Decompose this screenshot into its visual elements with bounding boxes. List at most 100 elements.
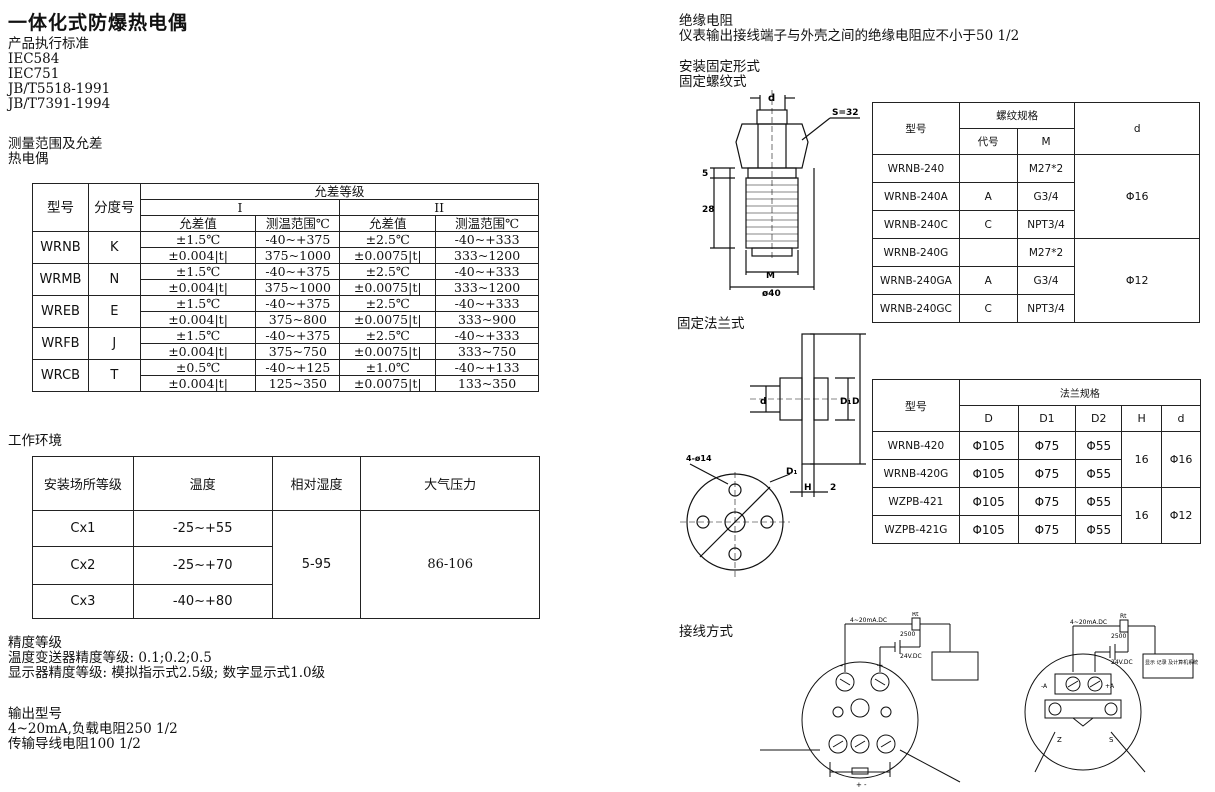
thread-d: Φ12 [1074, 238, 1200, 323]
dim-H-label: H [804, 483, 812, 493]
row-tolerance: ±1.5℃ [139, 295, 257, 312]
row-grade: T [87, 359, 141, 392]
flange-d: Φ16 [1161, 431, 1201, 488]
output-line: 4~20mA,负载电阻250 1/2 [8, 721, 178, 737]
row-tolerance: ±1.0℃ [339, 359, 437, 376]
flange-H: 16 [1121, 431, 1163, 488]
thread-m: NPT3/4 [1016, 210, 1076, 239]
flange-D: Φ105 [958, 515, 1019, 544]
row-grade: J [87, 327, 141, 360]
env-header: 相对湿度 [271, 456, 362, 511]
environment-table: 安装场所等级 温度 相对湿度 大气压力 Cx1 -25~+55 5-95 86-… [32, 456, 540, 619]
flange-header-D: D [958, 405, 1019, 432]
flange-header-D1: D1 [1017, 405, 1077, 432]
wiring-plus-label: + [856, 781, 862, 789]
wiring-24v-label: 24V.DC [900, 653, 922, 660]
wiring-minus-label: - [864, 781, 867, 789]
row-tolerance: ±0.004|t| [139, 375, 257, 392]
output-heading: 输出型号 [8, 706, 62, 722]
flange-header-D2: D2 [1075, 405, 1123, 432]
env-class: Cx1 [32, 510, 134, 547]
standard-item: IEC751 [8, 66, 60, 82]
page-title: 一体化式防爆热电偶 [8, 12, 189, 34]
dim-dia40-label: ø40 [762, 289, 781, 299]
thread-code [958, 154, 1018, 183]
header-tolerance: 允差值 [139, 215, 257, 232]
header-range: 测温范围℃ [255, 215, 341, 232]
flange-D: Φ105 [958, 487, 1019, 516]
insulation-line: 仪表输出接线端子与外壳之间的绝缘电阻应不小于50 1/2 [679, 28, 1020, 44]
flange-D2: Φ55 [1075, 487, 1123, 516]
flange-header-spec: 法兰规格 [958, 379, 1202, 406]
dim-5-label: 5 [702, 169, 708, 179]
row-model: WRNB [32, 231, 89, 264]
standards-block: 产品执行标准 IEC584 IEC751 JB/T5518-1991 JB/T7… [8, 37, 110, 112]
env-header: 大气压力 [360, 456, 540, 511]
flange-mount-drawing: 4-ø14 d D₁ D D₁ H 2 [680, 333, 866, 577]
row-range: -40~+375 [255, 231, 341, 248]
row-grade: N [87, 263, 141, 296]
thread-code: C [958, 294, 1018, 323]
thread-mount-drawing: d S=32 5 28 M ø40 [702, 90, 860, 299]
row-tolerance: ±0.0075|t| [339, 279, 437, 296]
row-tolerance: ±1.5℃ [139, 327, 257, 344]
range-heading: 测量范围及允差 [8, 136, 103, 152]
thread-header-code: 代号 [958, 128, 1018, 155]
row-range: -40~+333 [435, 263, 539, 280]
row-range: -40~+333 [435, 327, 539, 344]
thread-code: A [958, 182, 1018, 211]
wiring-rt-label: Rt [912, 612, 919, 618]
dim-D1-label: D₁ [840, 397, 851, 407]
row-tolerance: ±1.5℃ [139, 231, 257, 248]
mount-block: 安装固定形式 固定螺纹式 [679, 60, 760, 90]
wiring-heading: 接线方式 [679, 624, 733, 640]
output-line: 传输导线电阻100 1/2 [8, 736, 141, 752]
row-range: -40~+125 [255, 359, 341, 376]
row-range: 125~350 [255, 375, 341, 392]
wiring-rt-label: Rt [1120, 613, 1127, 620]
range-block: 测量范围及允差 热电偶 [8, 137, 103, 167]
row-model: WREB [32, 295, 89, 328]
env-humidity: 5-95 [271, 510, 362, 619]
row-tolerance: ±0.004|t| [139, 279, 257, 296]
wiring-a1-label: -A [1041, 683, 1048, 690]
flange-D1: Φ75 [1017, 487, 1077, 516]
thread-model: WRNB-240G [872, 238, 960, 267]
header-grade: 分度号 [87, 183, 141, 232]
thread-m: M27*2 [1016, 238, 1076, 267]
thread-m: G3/4 [1016, 182, 1076, 211]
row-tolerance: ±0.0075|t| [339, 311, 437, 328]
standards-heading: 产品执行标准 [8, 36, 89, 52]
row-range: -40~+333 [435, 231, 539, 248]
accuracy-line: 温度变送器精度等级: 0.1;0.2;0.5 [8, 650, 212, 666]
header-class-II: II [339, 199, 539, 216]
row-tolerance: ±0.0075|t| [339, 343, 437, 360]
row-tolerance: ±0.004|t| [139, 343, 257, 360]
thread-model: WRNB-240GC [872, 294, 960, 323]
row-tolerance: ±0.004|t| [139, 311, 257, 328]
thread-m: G3/4 [1016, 266, 1076, 295]
thread-header-m: M [1016, 128, 1076, 155]
wiring-z-label: Z [1057, 736, 1062, 744]
header-range: 测温范围℃ [435, 215, 539, 232]
flange-header-H: H [1121, 405, 1163, 432]
output-block: 输出型号 4~20mA,负载电阻250 1/2 传输导线电阻100 1/2 [8, 707, 178, 752]
insulation-heading: 绝缘电阻 [679, 13, 733, 29]
env-temp: -25~+70 [132, 546, 273, 585]
thread-code: C [958, 210, 1018, 239]
header-class-I: I [139, 199, 341, 216]
dim-D1-label: D₁ [786, 467, 797, 477]
thread-header-d: d [1074, 102, 1200, 155]
wiring-diagram-right: 4~20mA.DC Rt 2500 24V.DC 显示 记录 及计算机系统 -A… [1024, 613, 1198, 773]
flange-D1: Φ75 [1017, 431, 1077, 460]
env-temp: -25~+55 [132, 510, 273, 547]
row-tolerance: ±0.0075|t| [339, 375, 437, 392]
dim-hole-label: 4-ø14 [686, 454, 712, 463]
thread-model: WRNB-240A [872, 182, 960, 211]
flange-D2: Φ55 [1075, 431, 1123, 460]
flange-heading: 固定法兰式 [677, 316, 745, 332]
row-tolerance: ±0.5℃ [139, 359, 257, 376]
flange-header-d: d [1161, 405, 1201, 432]
env-pressure: 86-106 [360, 510, 540, 619]
standard-item: IEC584 [8, 51, 60, 67]
